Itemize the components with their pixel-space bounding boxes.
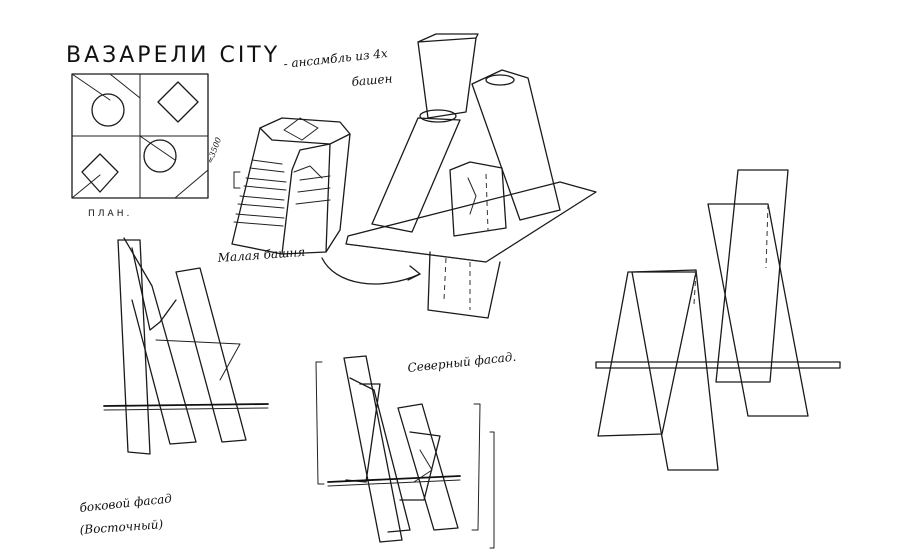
tower-a	[371, 117, 461, 233]
tower-slab	[237, 195, 285, 209]
plan-tower-circle	[143, 139, 177, 173]
tower-b	[417, 37, 477, 119]
north-facade-sketch: Северный фасад.	[315, 350, 517, 549]
side-ground-line	[103, 407, 269, 411]
side-slab-detail	[131, 247, 177, 331]
plan-tower-circle	[91, 93, 125, 127]
plan-hatch	[109, 73, 141, 99]
plan-drawing: ПЛАН.	[71, 73, 209, 219]
north-ground-line	[327, 475, 461, 483]
base-column	[427, 251, 501, 319]
tower-a-top	[419, 109, 457, 123]
side-slab-detail	[155, 339, 241, 381]
arrow-head	[407, 265, 421, 281]
tower-slab	[243, 177, 287, 191]
tower-notch	[293, 165, 323, 179]
tower-body-right	[325, 133, 351, 253]
title-subtitle-line1: - ансамбль из 4х	[283, 46, 389, 71]
side-ground-line	[103, 403, 269, 407]
dimension-bracket	[233, 171, 241, 189]
facade-slab-back	[707, 203, 809, 417]
title-main: ВАЗАРЕЛИ CITY	[66, 43, 280, 68]
side-facade-label-line2: (Восточный)	[79, 517, 164, 537]
platform-edge	[345, 243, 487, 263]
arrow-curve	[321, 257, 421, 285]
tower-slab	[249, 159, 285, 173]
tower-b-top	[417, 33, 479, 43]
facade-slab-right	[715, 169, 789, 383]
north-bracket-left	[315, 361, 325, 485]
ensemble-perspective	[345, 33, 597, 319]
tower-c	[471, 69, 561, 221]
side-slab	[123, 237, 197, 445]
north-slab	[349, 377, 411, 533]
title-subtitle-line2: башен	[351, 71, 393, 89]
tower-top	[259, 117, 351, 145]
base-column-hidden	[443, 257, 471, 310]
north-slab	[399, 431, 441, 501]
tower-top-diamond	[283, 117, 319, 141]
plan-hatch	[174, 169, 209, 199]
title-block: ВАЗАРЕЛИ CITY - ансамбль из 4х башен	[66, 43, 393, 89]
facade-ground-plane	[595, 361, 841, 369]
plan-hatch	[71, 174, 101, 199]
plan-hatch	[71, 73, 111, 101]
plan-tower-diamond	[81, 153, 119, 193]
side-facade-sketch: боковой фасад (Восточный)	[79, 237, 269, 537]
tower-c-top	[485, 74, 515, 86]
tower-slab	[295, 175, 331, 205]
north-bracket-right	[471, 403, 481, 531]
tower-slab	[233, 213, 285, 227]
north-ground-line	[327, 479, 461, 487]
north-facade-label: Северный фасад.	[407, 350, 517, 375]
facade-slab-mid	[631, 269, 719, 471]
tower-d-detail	[467, 177, 477, 215]
small-tower-drawing: ≈3500 Малая башня	[205, 117, 351, 265]
north-slab	[397, 403, 459, 531]
side-slab	[117, 239, 151, 455]
tower-body	[231, 127, 331, 255]
side-slab	[175, 267, 247, 443]
north-bracket-right2	[489, 431, 495, 549]
plan-hatch	[139, 135, 176, 161]
facade-hidden-edge	[765, 203, 769, 269]
tower-d-hidden	[485, 173, 489, 231]
small-tower-label: Малая башня	[216, 245, 306, 265]
plan-tower-diamond	[157, 81, 199, 123]
clean-facade-drawing	[595, 169, 841, 471]
platform-slab	[345, 181, 597, 263]
side-facade-label-line1: боковой фасад	[79, 491, 173, 515]
plan-label: ПЛАН.	[88, 209, 132, 219]
tower-d	[449, 161, 507, 237]
